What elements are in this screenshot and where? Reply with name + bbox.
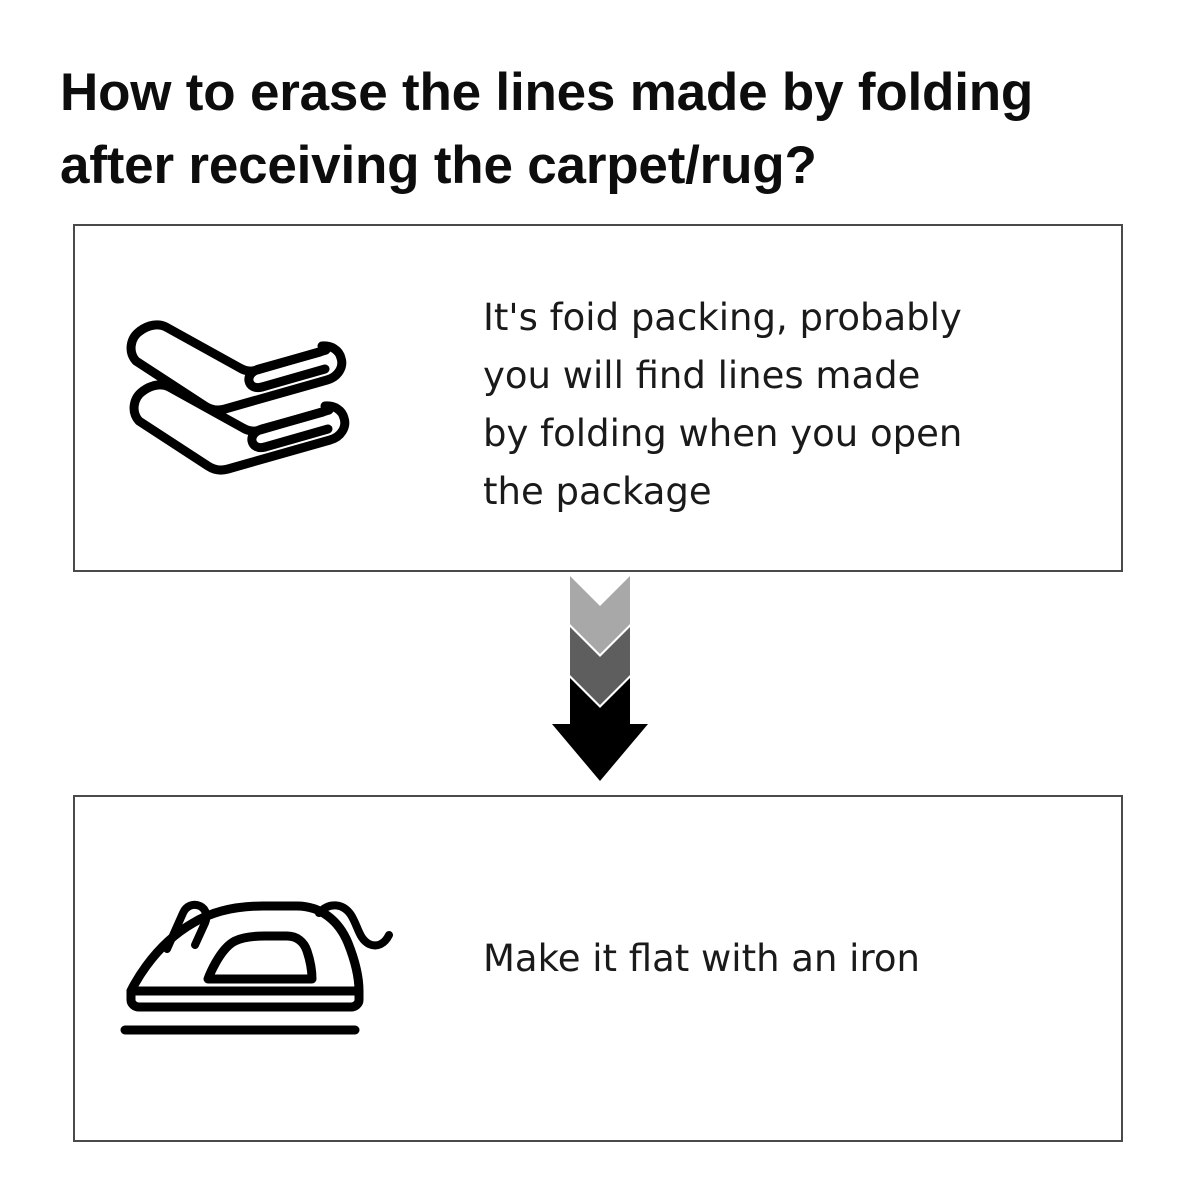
- folded-towels-icon: [115, 288, 365, 488]
- downward-flow-arrow: [552, 576, 648, 781]
- page-title: How to erase the lines made by folding a…: [60, 63, 1034, 195]
- step-2-description: Make it flat with an iron: [483, 937, 920, 980]
- folded-towels-icon-svg: [126, 320, 350, 475]
- arrow-head-solid: [552, 678, 648, 781]
- step-card-1: It's foid packing, probably you will fin…: [73, 224, 1123, 572]
- chevron-dark: [570, 627, 630, 705]
- clothes-iron-icon-svg: [120, 900, 393, 1035]
- step-1-description: It's foid packing, probably you will fin…: [483, 296, 963, 513]
- clothes-iron-icon: [115, 887, 405, 1047]
- step-card-2: Make it flat with an iron: [73, 795, 1123, 1142]
- chevron-light: [570, 576, 630, 654]
- downward-flow-arrow-svg: [552, 576, 648, 781]
